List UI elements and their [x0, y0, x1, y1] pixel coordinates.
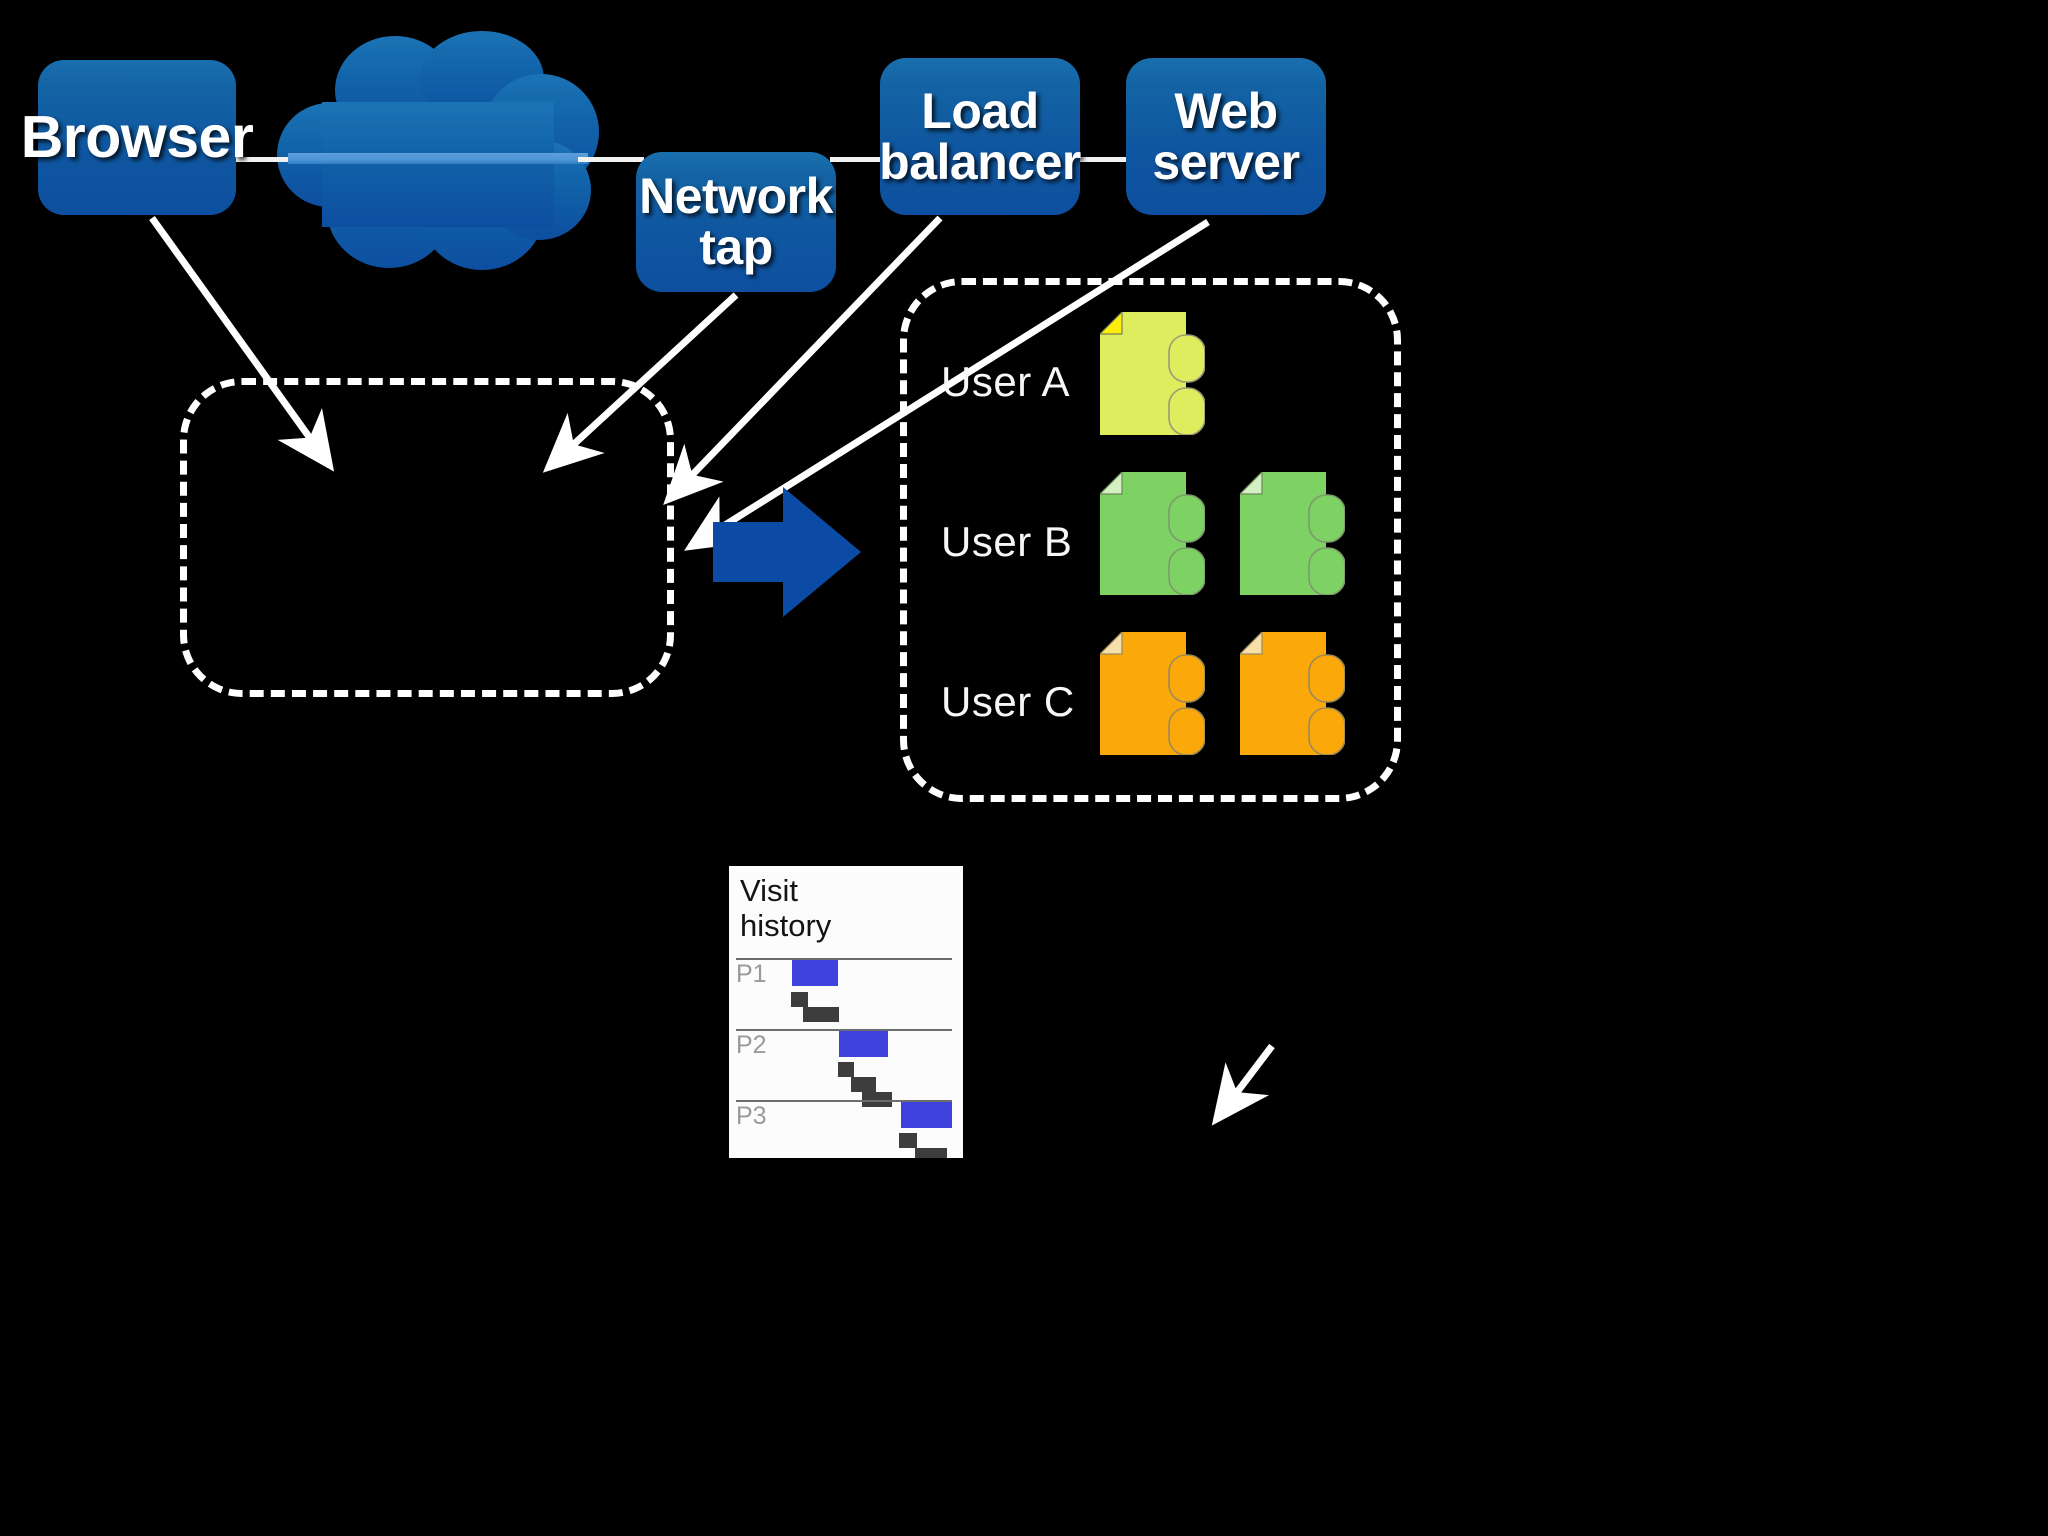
node-browser[interactable]: Browser [21, 60, 254, 215]
visit-history-title: Visit history [740, 873, 950, 943]
visit-history-bar-grey-p3-2 [915, 1148, 947, 1158]
node-web-server[interactable]: Web server [1126, 58, 1326, 215]
visit-history-rule-3 [736, 1100, 952, 1102]
document-icon-user-a-1[interactable] [1100, 312, 1205, 435]
node-network-tap-label-line1: Network [639, 168, 833, 224]
visit-history-bar-grey-p3-1 [899, 1133, 917, 1148]
wire-through-cloud [288, 153, 588, 164]
process-arrow-icon [713, 487, 861, 617]
visit-history-rule-1 [736, 958, 952, 960]
visit-history-row-label-p2: P2 [736, 1031, 767, 1059]
visit-history-row-label-p3: P3 [736, 1102, 767, 1130]
visit-history-bar-blue-p3 [901, 1102, 952, 1128]
node-web-server-label-line1: Web [1174, 82, 1278, 139]
visit-history-bar-grey-p2-2 [851, 1077, 876, 1092]
capture-container[interactable] [180, 378, 674, 697]
visit-history-title-line1: Visit [740, 873, 799, 908]
arrow-sessions-to-visit-history [1211, 1043, 1275, 1126]
node-network-tap[interactable]: Network tap [636, 152, 836, 292]
visit-history-bar-blue-p1 [792, 960, 838, 986]
wire-tap-to-lb [830, 157, 888, 162]
visit-history-bar-grey-p1-1 [791, 992, 808, 1007]
node-load-balancer[interactable]: Load balancer [879, 58, 1081, 215]
node-load-balancer-label-line1: Load [921, 82, 1039, 139]
node-browser-label: Browser [20, 104, 254, 171]
user-label-b: User B [941, 518, 1073, 565]
user-label-a: User A [941, 358, 1071, 405]
visit-history-row-label-p1: P1 [736, 960, 767, 988]
visit-history-bar-blue-p2 [839, 1031, 888, 1057]
network-cloud-icon [277, 31, 599, 270]
wire-cloud-to-tap [578, 157, 644, 162]
node-web-server-label-line2: server [1152, 133, 1300, 190]
visit-history-card[interactable]: Visit history P1 P2 P3 [729, 866, 963, 1158]
document-icon-user-b-2[interactable] [1240, 472, 1345, 595]
visit-history-bar-grey-p2-1 [838, 1062, 854, 1077]
node-load-balancer-label-line2: balancer [879, 133, 1081, 190]
visit-history-bar-grey-p1-2 [803, 1007, 839, 1022]
visit-history-rule-2 [736, 1029, 952, 1031]
wire-browser-to-cloud [232, 157, 292, 162]
document-icon-user-c-2[interactable] [1240, 632, 1345, 755]
document-icon-user-c-1[interactable] [1100, 632, 1205, 755]
visit-history-title-line2: history [740, 907, 832, 943]
user-label-c: User C [941, 678, 1075, 725]
wire-lb-to-webserver [1074, 157, 1132, 162]
visit-history-bar-grey-p2-3 [862, 1092, 892, 1107]
node-network-tap-label-line2: tap [699, 219, 773, 275]
document-icon-user-b-1[interactable] [1100, 472, 1205, 595]
